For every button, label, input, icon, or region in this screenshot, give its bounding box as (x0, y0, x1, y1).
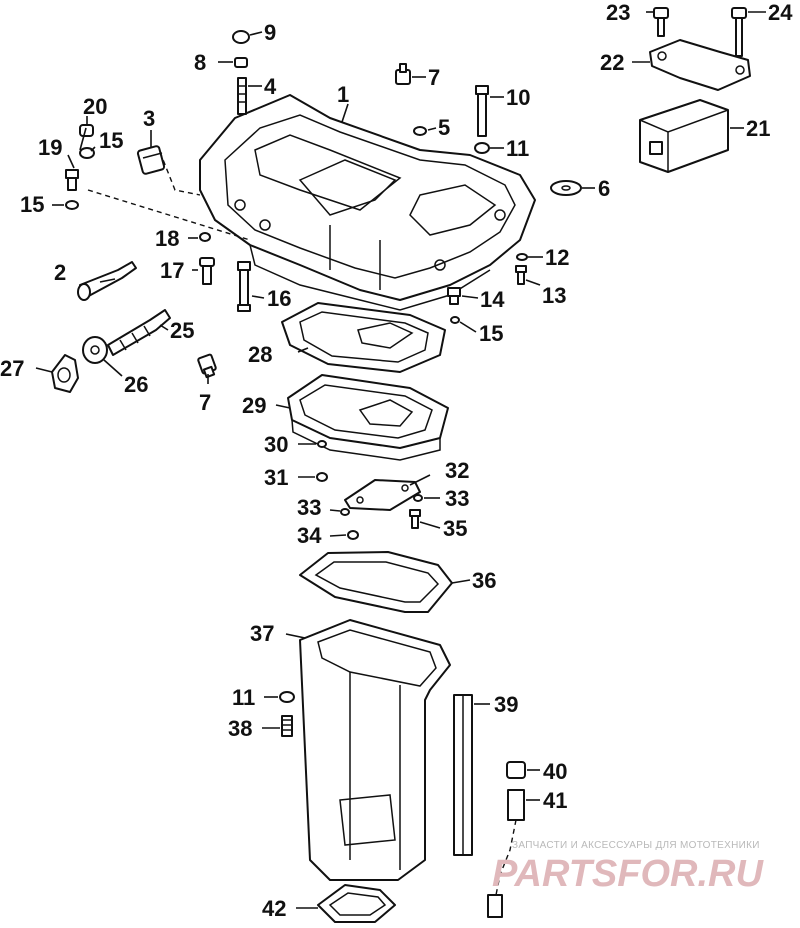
part-39-tube (453, 694, 473, 856)
callout-32: 32 (445, 458, 469, 483)
callout-2: 2 (54, 260, 66, 285)
callout-15-a: 15 (99, 128, 123, 153)
part-36-gasket (299, 551, 453, 613)
callout-18: 18 (155, 226, 179, 251)
callout-33-a: 33 (297, 495, 321, 520)
watermark-tagline: ЗАПЧАСТИ И АКСЕССУАРЫ ДЛЯ МОТОТЕХНИКИ (512, 840, 760, 851)
callout-3: 3 (143, 106, 155, 131)
callout-26: 26 (124, 372, 148, 397)
callout-12: 12 (545, 245, 569, 270)
callout-37: 37 (250, 621, 274, 646)
callout-30: 30 (264, 432, 288, 457)
part-6-flat-washer (550, 180, 582, 196)
callout-9: 9 (264, 20, 276, 45)
part-11-washer-upper (474, 142, 490, 154)
part-25-shaft (107, 309, 171, 356)
part-29-plate (287, 374, 449, 461)
part-8-nut (234, 57, 248, 68)
callout-22: 22 (600, 50, 624, 75)
callout-23: 23 (606, 0, 630, 25)
callout-40: 40 (543, 759, 567, 784)
part-33-washer-b (413, 494, 423, 502)
part-21-module (639, 99, 729, 173)
part-22-bracket (649, 39, 751, 91)
part-37-exhaust-housing (299, 619, 451, 881)
callout-25: 25 (170, 318, 194, 343)
part-7-fitting-upper (395, 63, 411, 85)
callout-11-lower: 11 (232, 685, 255, 710)
callout-10: 10 (506, 85, 530, 110)
part-18-washer (199, 232, 211, 242)
part-34-nut (347, 530, 359, 540)
part-3-sleeve (136, 145, 166, 175)
part-28-gasket (281, 302, 446, 373)
callout-7-upper: 7 (428, 65, 440, 90)
part-33-washer-a (340, 508, 350, 516)
part-1-adapter-housing (199, 94, 536, 311)
part-20-nut (79, 124, 94, 137)
callout-39: 39 (494, 692, 518, 717)
part-17-plug (199, 257, 215, 285)
callout-6: 6 (598, 176, 610, 201)
part-24-bolt (731, 7, 747, 57)
callout-42: 42 (262, 896, 286, 921)
part-26-seal (82, 336, 108, 364)
part-4-stud (237, 77, 247, 115)
callout-13: 13 (542, 283, 566, 308)
part-32-cover (344, 479, 421, 511)
part-40-grommet (506, 761, 526, 779)
callout-38: 38 (228, 716, 252, 741)
callout-16: 16 (267, 286, 291, 311)
part-10-bolt (475, 85, 489, 137)
callout-19: 19 (38, 135, 62, 160)
callout-5: 5 (438, 115, 450, 140)
callout-20: 20 (83, 94, 107, 119)
part-41-sleeve (487, 789, 525, 918)
callout-31: 31 (264, 465, 288, 490)
callout-41: 41 (543, 788, 567, 813)
part-16-bolt (237, 261, 251, 312)
part-15-washer-b (65, 200, 79, 210)
part-30-washer (317, 440, 327, 448)
part-23-bolt (653, 7, 669, 37)
callout-24: 24 (768, 0, 793, 25)
watermark: ЗАПЧАСТИ И АКСЕССУАРЫ ДЛЯ МОТОТЕХНИКИ PA… (492, 840, 764, 895)
callout-11-upper: 11 (506, 136, 529, 161)
callout-36: 36 (472, 568, 496, 593)
callout-21: 21 (746, 116, 770, 141)
callout-15-b: 15 (20, 192, 44, 217)
part-12-washer (516, 253, 528, 261)
part-7-fitting-lower (197, 353, 217, 379)
part-31-nut (316, 472, 328, 482)
part-15-washer-c (450, 316, 460, 324)
part-42-gasket (317, 884, 396, 923)
part-5-washer (413, 126, 427, 136)
callout-8: 8 (194, 50, 206, 75)
part-35-screw (409, 509, 421, 529)
callout-35: 35 (443, 516, 467, 541)
part-38-spring (281, 715, 293, 737)
part-13-screw (515, 265, 527, 285)
callout-33-b: 33 (445, 486, 469, 511)
part-14-screw (447, 287, 461, 305)
part-27-cap (51, 354, 79, 393)
callout-7-lower: 7 (199, 390, 211, 415)
callout-14: 14 (480, 287, 505, 312)
callout-28: 28 (248, 342, 272, 367)
callout-34: 34 (297, 523, 322, 548)
callout-15-c: 15 (479, 321, 503, 346)
part-11-washer-lower (279, 691, 295, 703)
leader-lines (35, 11, 766, 909)
watermark-logo: PARTSFOR.RU (492, 853, 764, 895)
callout-4: 4 (264, 74, 277, 99)
callout-27: 27 (0, 356, 24, 381)
callout-17: 17 (160, 258, 184, 283)
callout-29: 29 (242, 393, 266, 418)
part-19-screw (65, 169, 79, 191)
part-9-cap (232, 30, 250, 44)
callout-1: 1 (337, 82, 349, 107)
